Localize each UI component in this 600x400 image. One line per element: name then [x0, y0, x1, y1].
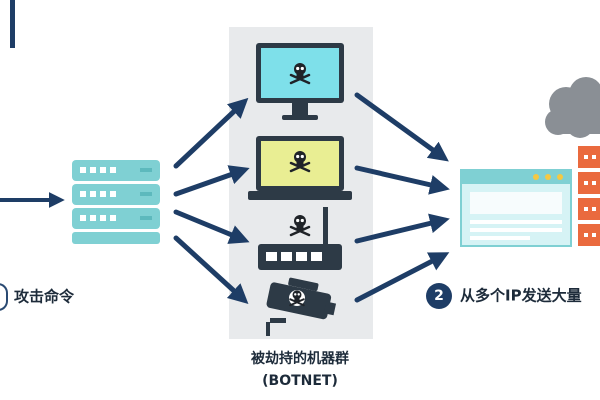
botnet-title: 被劫持的机器群 [251, 351, 349, 367]
step-2-text: 从多个IP发送大量 [460, 286, 582, 305]
laptop-skull-icon [248, 136, 352, 200]
cloud-icon [545, 77, 600, 138]
step-1-label: 攻击命令 [0, 283, 74, 311]
router-skull-icon [258, 207, 342, 270]
server-icon [72, 160, 160, 244]
step-1-text: 攻击命令 [14, 287, 75, 306]
browser-window-icon [460, 169, 572, 247]
botnet-subtitle: (BOTNET) [262, 373, 338, 389]
camera-skull-icon [266, 277, 337, 336]
step-2-badge: 2 [426, 283, 452, 309]
server-stack-icon [578, 146, 600, 246]
corner-frame-icon [0, 0, 15, 48]
step-1-badge-icon [0, 283, 8, 311]
monitor-skull-icon [256, 43, 344, 120]
fanout-arrows [173, 97, 250, 305]
botnet-caption: 被劫持的机器群 (BOTNET) [228, 348, 372, 392]
step-2-label: 2 从多个IP发送大量 [426, 283, 582, 309]
attack-arrows [354, 92, 450, 303]
